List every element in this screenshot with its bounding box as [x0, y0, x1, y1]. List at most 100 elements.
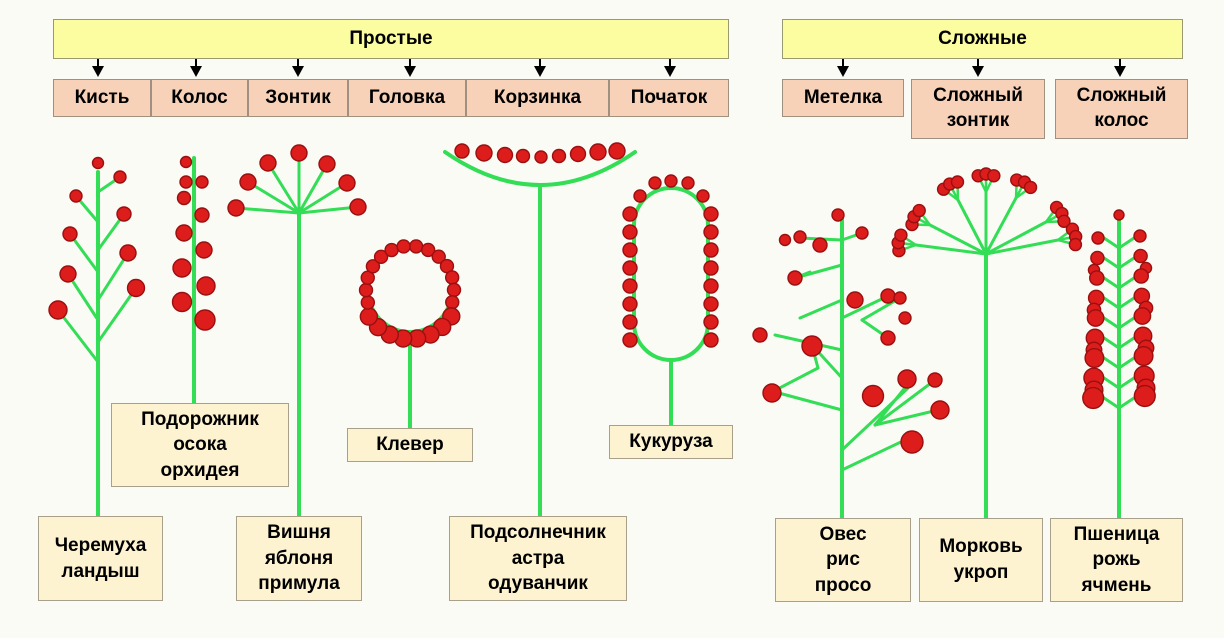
compound-umbel-ray	[984, 196, 1018, 256]
umbel-flower	[338, 174, 356, 192]
panicle-flower	[801, 335, 823, 357]
compound-umbel-flower	[1068, 237, 1083, 252]
category-basket: Корзинка	[466, 79, 609, 117]
basket-flower	[454, 143, 470, 159]
compound-spike-flower	[1133, 229, 1147, 243]
spike-flower	[172, 258, 192, 278]
compound-umbel-flower	[950, 175, 965, 189]
panicle-flower	[898, 311, 912, 325]
panicle-flower	[752, 327, 768, 343]
spike-flower	[176, 190, 192, 206]
compound-spike-flower	[1084, 348, 1105, 369]
spike-top-bud	[179, 155, 193, 169]
compound-spike-flower	[1133, 248, 1148, 264]
arrow-head	[190, 66, 202, 77]
arrow-head	[837, 66, 849, 77]
arrow-head	[664, 66, 676, 77]
panicle-flower	[893, 291, 907, 305]
panicle-flower	[762, 383, 782, 403]
head-flower	[431, 249, 446, 264]
spadix-flower	[633, 189, 647, 203]
compound-spike-flower	[1133, 384, 1156, 408]
compound-umbel-ray	[984, 220, 1048, 256]
spike-flower	[195, 175, 209, 189]
compound-umbel-flower	[894, 228, 908, 242]
panicle-branch	[873, 408, 940, 427]
raceme-pedicel	[68, 232, 100, 274]
compound-spike-flower	[1133, 307, 1152, 325]
head-flower	[358, 282, 374, 298]
arrow-head	[1114, 66, 1126, 77]
spike-flower	[195, 241, 213, 259]
spadix-flower	[703, 314, 719, 330]
head-flower	[384, 242, 399, 258]
raceme-flower	[113, 170, 127, 184]
basket-flower	[496, 146, 514, 164]
panicle-flower	[861, 384, 885, 408]
spike-flower	[175, 224, 193, 242]
spike-flower	[171, 291, 193, 313]
panicle-flower	[880, 288, 896, 304]
raceme-flower	[62, 226, 78, 242]
panicle-branch	[860, 296, 902, 322]
panicle-flower	[812, 237, 828, 253]
raceme-pedicel	[56, 308, 100, 364]
spadix-flower	[703, 206, 719, 222]
spadix-flower	[622, 278, 638, 294]
spadix-flower	[622, 260, 638, 276]
basket-flower	[534, 150, 548, 164]
spadix-flower	[648, 176, 662, 190]
spadix-flower	[622, 296, 638, 312]
spike-flower	[179, 175, 193, 189]
head-flower	[365, 259, 381, 274]
compound-umbel-ray	[928, 223, 988, 256]
spadix-flower	[622, 314, 638, 330]
label-head-examples: Клевер	[347, 428, 473, 462]
panicle-branch	[873, 378, 937, 427]
compound-umbel-ray	[956, 198, 988, 256]
basket-flower	[589, 143, 607, 161]
umbel-flower	[239, 173, 257, 191]
spadix-flower	[622, 332, 638, 348]
panicle-flower	[831, 208, 845, 222]
category-umbel: Зонтик	[248, 79, 348, 117]
compound-spike-flower	[1089, 270, 1105, 286]
umbel-flower	[318, 155, 336, 173]
panicle-flower	[855, 226, 869, 240]
head-flower	[396, 239, 411, 254]
spadix-flower	[664, 174, 678, 188]
header-complex: Сложные	[782, 19, 1183, 59]
raceme-pedicel	[96, 286, 138, 344]
panicle-branch	[840, 438, 907, 472]
compound-spike-flower	[1091, 231, 1105, 245]
umbel-flower	[227, 199, 245, 217]
arrows	[92, 59, 1126, 77]
head-flower	[446, 282, 462, 298]
spadix-flower	[703, 332, 719, 348]
umbel-ray	[297, 205, 360, 215]
category-spike: Колос	[151, 79, 248, 117]
panicle-flower	[930, 400, 950, 420]
compound-umbel-ray	[914, 243, 988, 256]
panicle-flower	[927, 372, 943, 388]
umbel-ray	[297, 181, 349, 215]
category-panicle: Метелка	[782, 79, 904, 117]
head-flower	[359, 307, 379, 326]
umbel-ray	[246, 180, 301, 215]
raceme-flower	[48, 300, 68, 320]
spadix-axis	[632, 186, 710, 362]
spadix-flower	[696, 189, 710, 203]
panicle-flower	[900, 430, 924, 454]
compound-spike-flower	[1133, 268, 1149, 284]
spike-flower	[194, 207, 210, 223]
head-flower	[444, 270, 460, 285]
compound-spike-flower	[1086, 309, 1105, 327]
spadix-flower	[622, 206, 638, 222]
spadix-flower	[703, 296, 719, 312]
raceme-flower	[116, 206, 132, 222]
